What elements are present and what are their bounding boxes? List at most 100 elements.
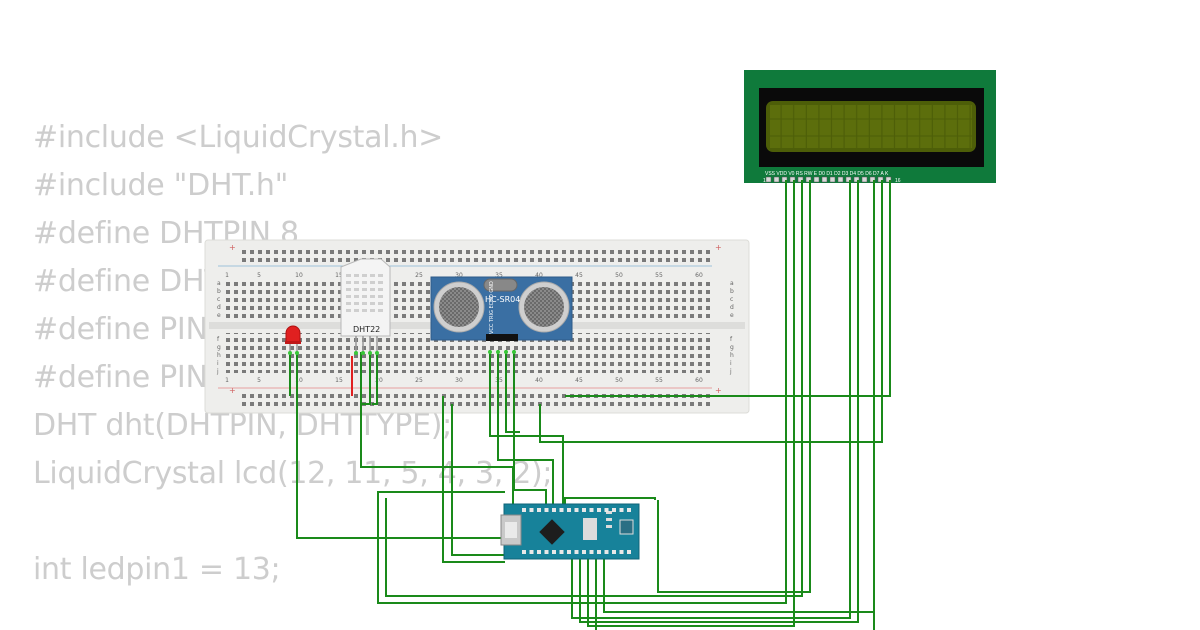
breadboard-row-letter: f xyxy=(730,336,733,343)
lcd-display[interactable]: VSS VDD V0 RS RW E D0 D1 D2 D3 D4 D5 D6 … xyxy=(744,70,996,184)
rail-plus-label-bottom: + xyxy=(229,386,236,395)
arduino-pin[interactable] xyxy=(604,550,609,554)
dht22-vent xyxy=(346,302,351,305)
arduino-pin[interactable] xyxy=(574,550,579,554)
hc-sr04-transmitter-mesh xyxy=(439,287,479,327)
wires xyxy=(289,180,891,630)
lcd-pin[interactable] xyxy=(789,176,796,183)
led-red[interactable] xyxy=(285,325,301,355)
dht22-sensor[interactable]: DHT22 xyxy=(340,258,391,396)
lcd-pin[interactable] xyxy=(837,176,844,183)
arduino-pin[interactable] xyxy=(552,550,556,554)
arduino-pin[interactable] xyxy=(627,508,631,512)
breadboard-rail-top-2 xyxy=(240,256,712,262)
lcd-pin[interactable] xyxy=(877,176,884,183)
arduino-pin[interactable] xyxy=(574,508,579,512)
dht22-vent xyxy=(354,302,359,305)
arduino-pin[interactable] xyxy=(619,550,624,554)
dht22-vent xyxy=(362,274,367,277)
arduino-pin[interactable] xyxy=(552,508,556,512)
arduino-pin[interactable] xyxy=(582,550,586,554)
breadboard-column-number: 25 xyxy=(415,377,423,384)
arduino-pin[interactable] xyxy=(567,508,571,512)
hc-sr04-header xyxy=(486,334,518,341)
wire-rail-vcc xyxy=(451,404,505,556)
hc-sr04-sensor[interactable]: HC-SR04 VCC TRIG ECHO GND xyxy=(430,276,573,354)
hc-sr04-pin-labels: VCC TRIG ECHO GND xyxy=(489,281,495,334)
breadboard-rail-bottom-1 xyxy=(240,394,712,400)
arduino-pin[interactable] xyxy=(529,550,534,554)
arduino-pin[interactable] xyxy=(544,508,549,512)
breadboard-column-number: 50 xyxy=(615,272,623,279)
arduino-pin[interactable] xyxy=(612,550,616,554)
wire-rail-gnd xyxy=(442,396,505,563)
arduino-pin[interactable] xyxy=(559,508,564,512)
arduino-pin[interactable] xyxy=(522,508,526,512)
dht22-vent xyxy=(370,281,375,284)
dht22-vent xyxy=(354,274,359,277)
lcd-pin[interactable] xyxy=(845,176,852,183)
dht22-vent xyxy=(346,295,351,298)
breadboard-row-letter: d xyxy=(730,304,734,311)
wire-led xyxy=(296,352,505,539)
wire-lcd-rs xyxy=(587,180,795,627)
arduino-pin[interactable] xyxy=(529,508,534,512)
arduino-pin[interactable] xyxy=(619,508,624,512)
dht22-vent xyxy=(378,274,383,277)
arduino-pin[interactable] xyxy=(537,550,541,554)
breadboard-column-number: 35 xyxy=(495,377,503,384)
lcd-pin[interactable] xyxy=(765,176,772,183)
breadboard-column-number: 45 xyxy=(575,377,583,384)
arduino-nano[interactable] xyxy=(500,503,640,560)
code-line: #include <LiquidCrystal.h> xyxy=(33,120,444,155)
breadboard-column-number: 20 xyxy=(375,377,383,384)
arduino-pin[interactable] xyxy=(612,508,616,512)
dht22-vent xyxy=(354,288,359,291)
lcd-pin[interactable] xyxy=(821,176,828,183)
arduino-pin[interactable] xyxy=(544,550,549,554)
breadboard-column-number: 55 xyxy=(655,377,663,384)
code-line: DHT dht(DHTPIN, DHTTYPE); xyxy=(33,408,452,443)
dht22-vent xyxy=(370,295,375,298)
arduino-pin[interactable] xyxy=(589,550,594,554)
wire-dht-vcc xyxy=(372,352,378,405)
lcd-pin[interactable] xyxy=(797,176,804,183)
lcd-pin[interactable] xyxy=(869,176,876,183)
code-line: #define DHTPIN 8 xyxy=(33,216,299,251)
arduino-pin[interactable] xyxy=(567,550,571,554)
dht22-vent xyxy=(362,288,367,291)
arduino-pin[interactable] xyxy=(522,550,526,554)
dht22-vent xyxy=(370,309,375,312)
breadboard-row-letter: f xyxy=(217,336,220,343)
breadboard-column-number: 5 xyxy=(257,272,261,279)
dht22-vent xyxy=(378,281,383,284)
arduino-pin[interactable] xyxy=(597,508,601,512)
rail-plus-label-right: + xyxy=(715,243,722,252)
wire-lcd-rw xyxy=(385,180,803,597)
breadboard-row-letter: i xyxy=(730,360,732,367)
lcd-pin[interactable] xyxy=(813,176,820,183)
lcd-pin[interactable] xyxy=(781,176,788,183)
arduino-pin[interactable] xyxy=(582,508,586,512)
lcd-pin[interactable] xyxy=(773,176,780,183)
arduino-pin[interactable] xyxy=(559,550,564,554)
arduino-pin[interactable] xyxy=(627,550,631,554)
lcd-pin-header xyxy=(765,176,892,183)
code-line: int ledpin1 = 13; xyxy=(33,552,281,587)
arduino-pin[interactable] xyxy=(537,508,541,512)
lcd-pin[interactable] xyxy=(861,176,868,183)
arduino-pin[interactable] xyxy=(589,508,594,512)
wire-ultrasonic-trig xyxy=(497,350,554,505)
dht22-vent xyxy=(354,309,359,312)
breadboard-column-number: 60 xyxy=(695,377,703,384)
dht22-vent xyxy=(378,288,383,291)
arduino-pin[interactable] xyxy=(597,550,601,554)
arduino-pin[interactable] xyxy=(604,508,609,512)
wire-ultrasonic-gnd xyxy=(513,350,547,505)
lcd-pin[interactable] xyxy=(853,176,860,183)
lcd-pin[interactable] xyxy=(885,176,892,183)
lcd-pin[interactable] xyxy=(805,176,812,183)
lcd-pin[interactable] xyxy=(829,176,836,183)
